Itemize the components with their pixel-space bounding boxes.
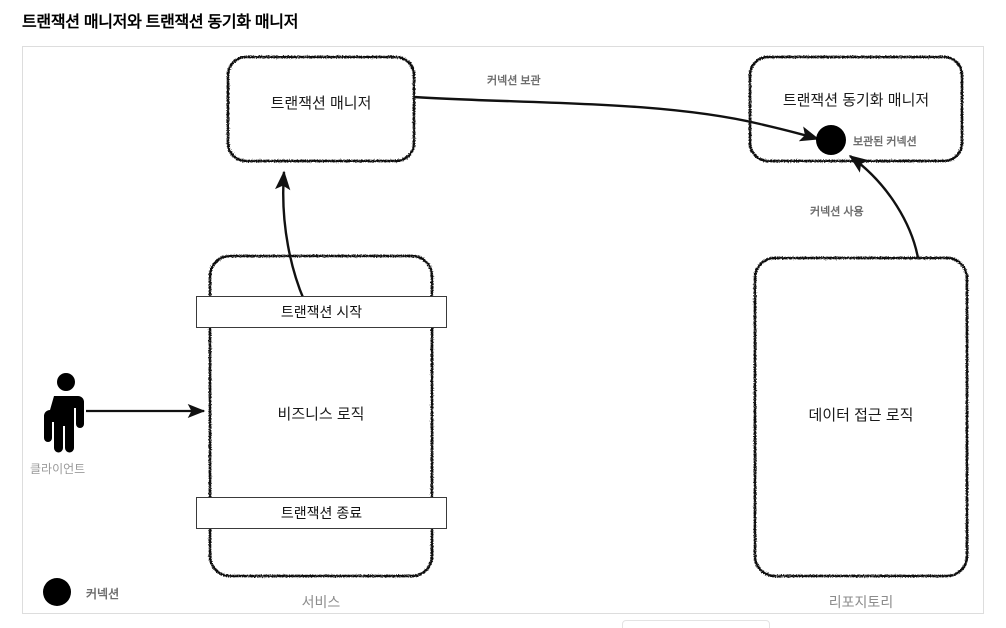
bar-transaction-begin[interactable]: 트랜잭션 시작 [196,296,447,328]
node-label-service: 비즈니스 로직 [277,406,365,423]
bar-transaction-end[interactable]: 트랜잭션 종료 [196,497,447,529]
node-label-transaction-sync-manager: 트랜잭션 동기화 매니저 [782,92,930,109]
marker-label-stored-connection: 보관된 커넥션 [853,136,917,148]
edge-label-use-connection: 커넥션 사용 [810,206,864,218]
group-caption-service: 서비스 [301,594,341,610]
group-caption-repository: 리포지토리 [828,594,894,610]
legend-label-connection: 커넥션 [86,587,120,601]
diagram-frame [22,46,984,614]
client-actor-caption: 클라이언트 [30,462,86,476]
node-label-transaction-manager: 트랜잭션 매니저 [270,95,372,112]
edge-label-store-connection: 커넥션 보관 [487,75,541,87]
node-label-repository: 데이터 접근 로직 [808,407,914,424]
page-title: 트랜잭션 매니저와 트랜잭션 동기화 매니저 [22,14,299,31]
cropped-box-bottom [622,620,770,628]
